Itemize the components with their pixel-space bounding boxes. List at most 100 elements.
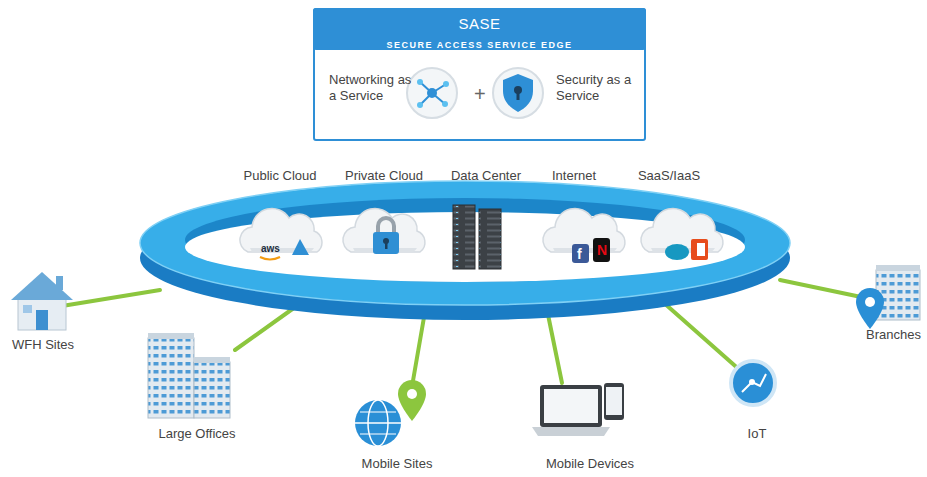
house-icon: [23, 305, 32, 313]
saas-icon: [691, 239, 708, 260]
data-center-icon: [453, 205, 475, 269]
service-label: Networking as a Service: [329, 72, 419, 104]
sase-ring: [185, 198, 745, 282]
office-buildings-icon: [148, 338, 194, 418]
saas-icon: [697, 243, 705, 256]
internet-icon: [572, 244, 589, 263]
site-label: IoT: [748, 426, 767, 442]
box-title: SASE: [315, 16, 644, 32]
mobile-devices-icon: [532, 383, 624, 436]
saas-icon: [641, 208, 723, 260]
node-label: IoT: [748, 426, 767, 442]
node-label: Networking as a Service: [329, 72, 419, 104]
mobile-sites-icon: [407, 389, 417, 399]
site-label: Mobile Sites: [362, 456, 433, 472]
branch-icon: [856, 288, 884, 329]
node-label: Internet: [552, 168, 596, 184]
branch-icon: [876, 265, 920, 271]
security-icon: [493, 68, 543, 118]
security-icon: [493, 68, 543, 118]
node-label: Branches: [866, 327, 921, 343]
mobile-sites-icon: [355, 422, 401, 424]
node-label: Public Cloud: [244, 168, 317, 184]
mobile-devices-icon: [532, 427, 610, 436]
office-buildings-icon: [194, 362, 230, 418]
iot-icon: [731, 361, 775, 405]
node-label: Security as a Service: [556, 72, 644, 104]
networking-icon: [417, 102, 423, 108]
house-icon: [11, 272, 73, 300]
private-cloud-icon: [385, 242, 388, 249]
data-center-icon: [479, 209, 501, 269]
mobile-devices-icon: [604, 383, 624, 420]
mobile-devices-icon: [540, 385, 602, 427]
iot-icon: [742, 374, 766, 392]
house-icon: [56, 276, 63, 290]
mobile-sites-icon: [360, 412, 396, 434]
networking-icon: [427, 88, 437, 98]
mobile-devices-icon: [544, 389, 598, 423]
cloud-label: SaaS/IaaS: [638, 168, 700, 184]
office-buildings-icon: [148, 333, 230, 418]
branch-icon: [876, 270, 920, 320]
cloud-label: Internet: [552, 168, 596, 184]
private-cloud-icon: [343, 208, 425, 254]
private-cloud-icon: [373, 232, 399, 254]
plus-sign: +: [474, 84, 486, 104]
site-label: WFH Sites: [12, 337, 74, 353]
mobile-devices-icon: [606, 387, 622, 415]
office-buildings-icon: [194, 357, 230, 363]
node-label: Mobile Sites: [362, 456, 433, 472]
cloud-label: Public Cloud: [244, 168, 317, 184]
public-cloud-icon: [240, 208, 322, 252]
saas-icon: [665, 244, 689, 260]
networking-icon: [443, 81, 449, 87]
iot-icon: [731, 361, 775, 405]
node-label: SaaS/IaaS: [638, 168, 700, 184]
node-label: WFH Sites: [12, 337, 74, 353]
networking-icon: [417, 79, 423, 85]
mobile-sites-icon: [398, 380, 426, 421]
mobile-sites-icon: [355, 400, 401, 446]
house-icon: [36, 310, 48, 330]
branch-icon: [856, 265, 920, 329]
node-label: Private Cloud: [345, 168, 423, 184]
security-icon: [517, 92, 520, 100]
cloud-label: Private Cloud: [345, 168, 423, 184]
cloud-label: Data Center: [451, 168, 521, 184]
logo-text: N: [597, 243, 607, 257]
sase-ring: [140, 181, 790, 320]
node-label: Large Offices: [158, 426, 235, 442]
link-lines: [62, 290, 160, 306]
box-subtitle: SECURE ACCESS SERVICE EDGE: [315, 37, 644, 53]
security-icon: [503, 74, 533, 112]
sase-ring: [140, 181, 790, 305]
office-buildings-icon: [148, 333, 194, 339]
sase-box: SASE SECURE ACCESS SERVICE EDGE Networking…: [313, 8, 646, 141]
branch-icon: [865, 297, 875, 307]
logo-text: f: [577, 247, 582, 261]
sase-box-ground: [313, 8, 646, 141]
public-cloud-icon: [292, 239, 309, 255]
iot-icon: [749, 379, 755, 385]
data-center-icon: [453, 205, 501, 269]
house-icon: [18, 297, 66, 330]
sase-box-ground: [313, 8, 646, 141]
private-cloud-icon: [378, 218, 394, 234]
networking-icon: [420, 82, 446, 105]
site-label: Branches: [866, 327, 921, 343]
site-label: Large Offices: [158, 426, 235, 442]
internet-icon: [593, 238, 610, 262]
public-cloud-icon: [240, 208, 322, 259]
networking-icon: [407, 68, 457, 118]
networking-icon: [407, 68, 457, 118]
node-label: Mobile Devices: [546, 456, 634, 472]
public-cloud-icon: [260, 257, 280, 260]
networking-icon: [442, 101, 448, 107]
link-lines: [655, 295, 742, 372]
node-label: Data Center: [451, 168, 521, 184]
logo-text: aws: [261, 244, 280, 254]
internet-icon: [543, 208, 625, 263]
